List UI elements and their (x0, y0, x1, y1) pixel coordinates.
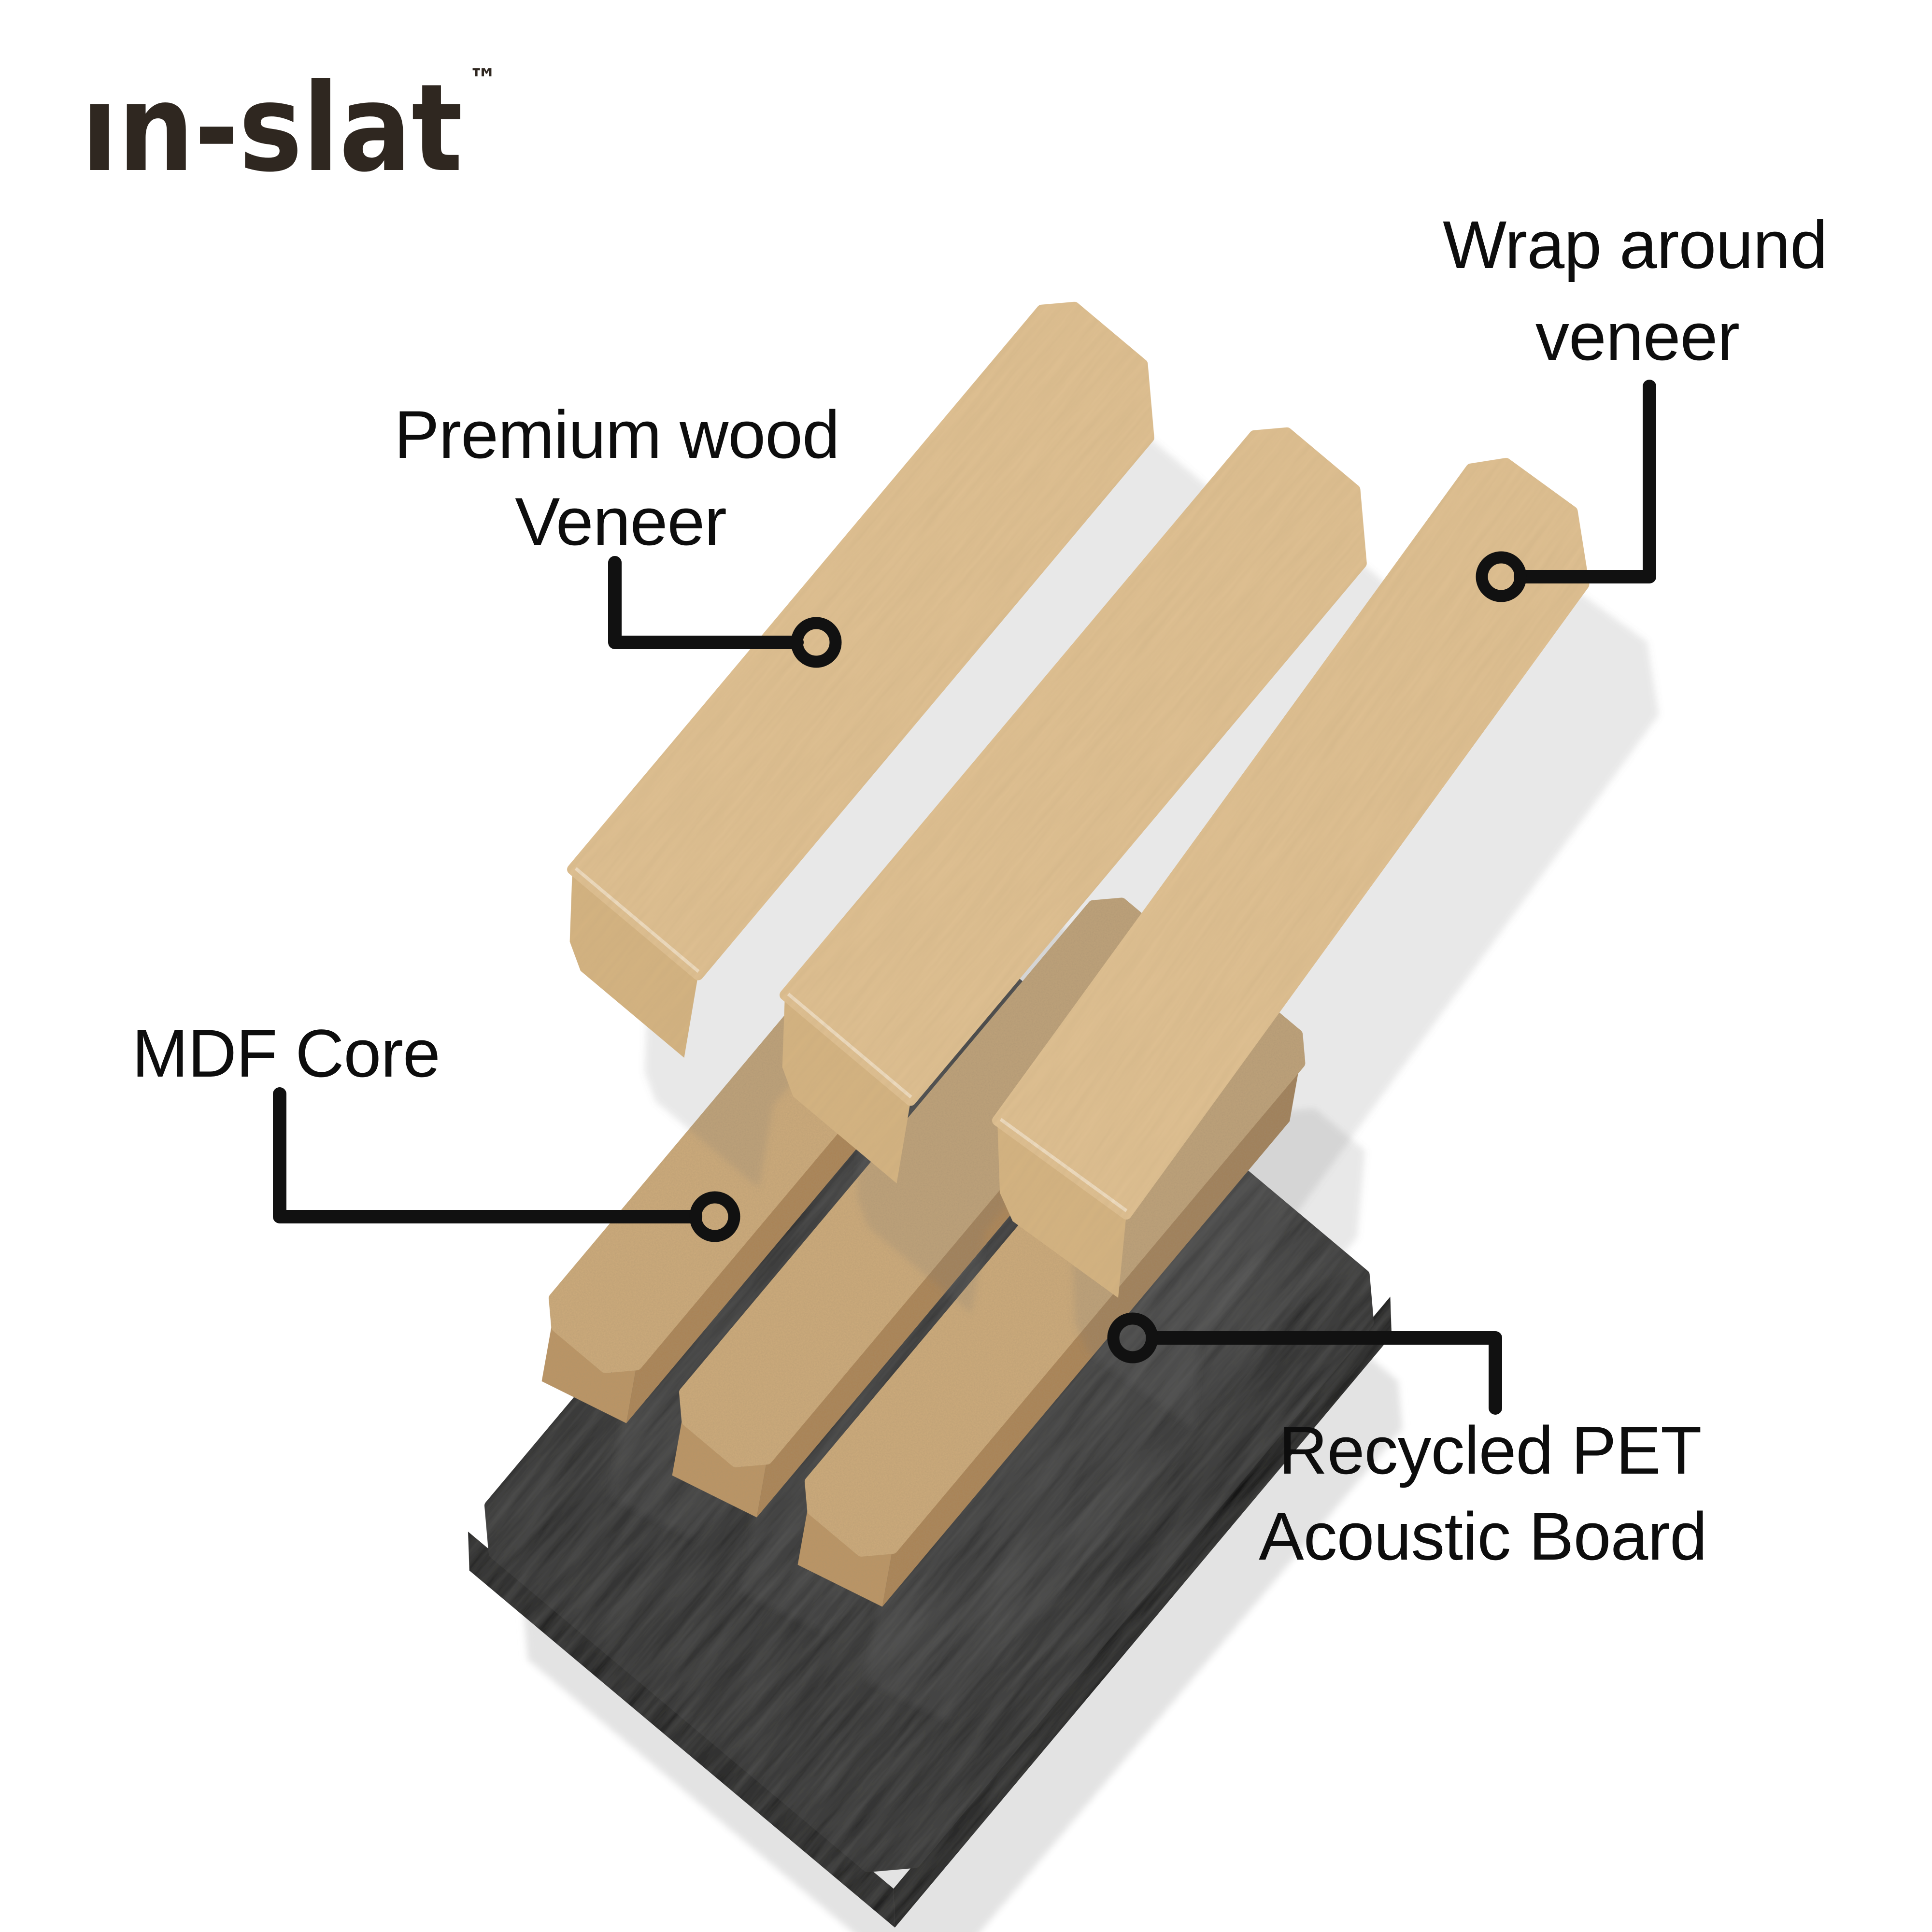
veneer-slat-3-top-face (992, 458, 1590, 1220)
brand-logo-trademark: ™ (469, 63, 497, 97)
mdf-bar-3-end-face (797, 1506, 893, 1607)
veneer-slat-1-crease (574, 867, 700, 973)
diagram-labels: Wrap around veneer Premium wood Veneer M… (132, 207, 1828, 1574)
label-wrap-around-veneer-line1: Wrap around (1443, 207, 1827, 283)
mdf-bar-2-end-face (672, 1417, 767, 1518)
brand-logo: ın-slat ™ (81, 58, 497, 199)
brand-logo-wordmark: ın-slat (81, 58, 463, 199)
label-premium-wood-veneer-line1: Premium wood (394, 397, 839, 472)
veneer-slat-1-fold (569, 869, 698, 1058)
callouts (273, 380, 1656, 1415)
veneer-slat-2-crease (787, 993, 912, 1099)
veneer-slat-3-shadow (1072, 594, 1659, 1429)
label-recycled-pet-line2: Acoustic Board (1259, 1498, 1707, 1574)
veneer-slat-3-fold (997, 1121, 1126, 1298)
label-mdf-core: MDF Core (132, 1015, 440, 1091)
mdf-bar-1-end-face (541, 1323, 637, 1423)
callout-ring-acoustic-board (1107, 1312, 1158, 1364)
label-recycled-pet-line1: Recycled PET (1279, 1412, 1702, 1488)
veneer-slat-2 (780, 427, 1367, 1184)
leader-line-mdf-core (273, 1087, 702, 1223)
leader-line-wrap-veneer (1514, 380, 1656, 583)
veneer-slat-3 (992, 458, 1590, 1298)
callout-ring-mdf-core (689, 1191, 740, 1242)
veneer-slat-1-top-face (567, 301, 1154, 980)
veneer-slat-2-fold (782, 995, 911, 1184)
callout-ring-wrap-veneer (1476, 551, 1527, 602)
acoustic-board-bottom-edge (893, 1296, 1392, 1928)
label-premium-wood-veneer-line2: Veneer (515, 483, 726, 559)
leader-line-acoustic-board (1146, 1331, 1502, 1415)
label-wrap-around-veneer-line2: veneer (1535, 298, 1739, 374)
veneer-slat-3-crease (999, 1118, 1128, 1212)
callout-ring-premium-veneer (791, 617, 842, 668)
veneer-slat-1 (567, 301, 1154, 1058)
acoustic-board-left-edge (468, 1532, 895, 1928)
veneer-slat-2-top-face (780, 427, 1367, 1106)
leader-line-premium-veneer (608, 556, 804, 649)
